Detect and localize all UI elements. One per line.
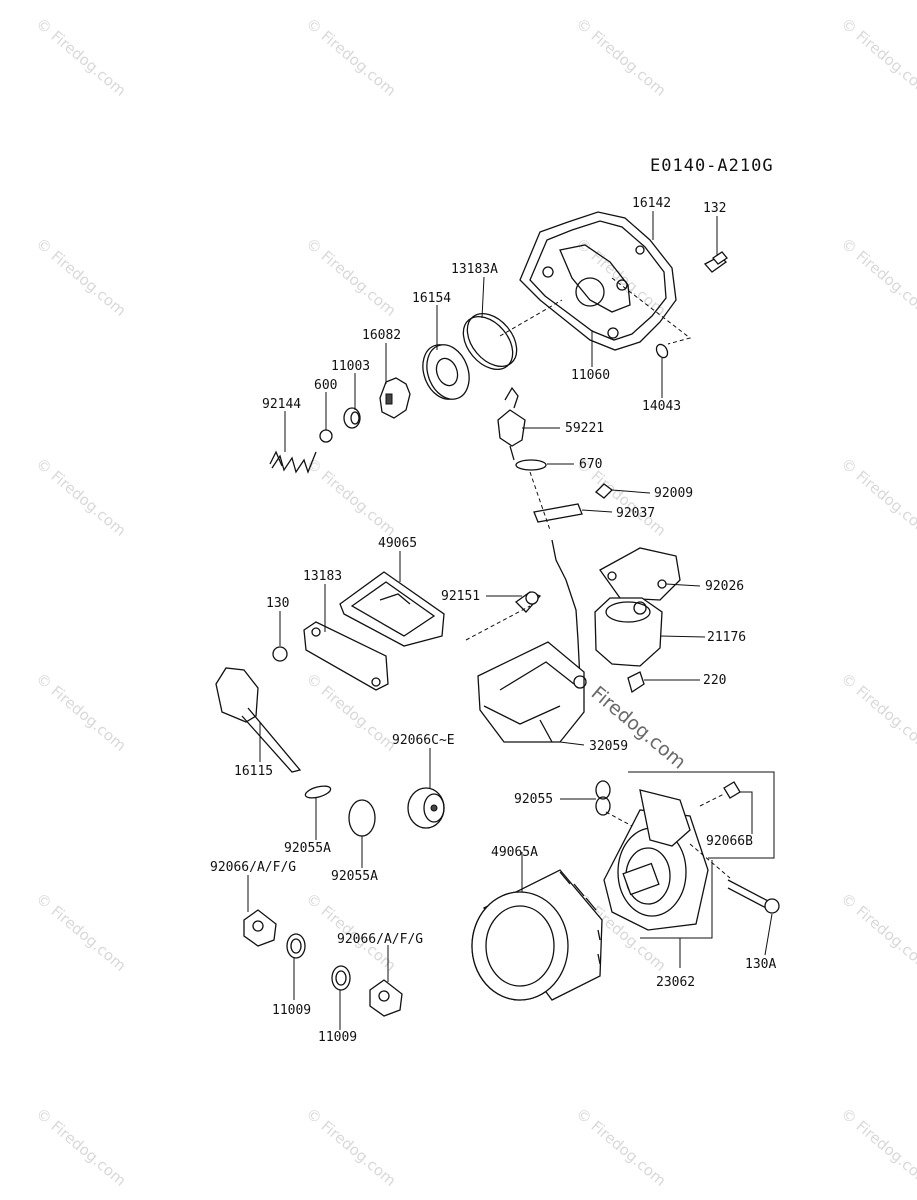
leader-lines <box>247 211 775 1030</box>
label-670: 670 <box>579 457 602 472</box>
part-32059-housing <box>477 641 587 743</box>
part-14043-pin <box>655 343 669 359</box>
label-16082: 16082 <box>362 328 401 343</box>
label-130A: 130A <box>745 957 776 972</box>
label-92009: 92009 <box>654 486 693 501</box>
label-92151: 92151 <box>441 589 480 604</box>
watermark: © Firedog.com <box>837 889 917 974</box>
part-11009-washer <box>286 933 306 959</box>
part-670-o-ring <box>515 459 547 471</box>
label-600: 600 <box>314 378 337 393</box>
label-11009: 11009 <box>272 1003 311 1018</box>
part-16082-inner-rotor <box>379 377 411 419</box>
label-32059: 32059 <box>589 739 628 754</box>
label-92055A: 92055A <box>331 869 378 884</box>
label-16142: 16142 <box>632 196 671 211</box>
watermark: © Firedog.com <box>32 234 129 319</box>
label-92144: 92144 <box>262 397 301 412</box>
sensor-wire <box>551 539 581 681</box>
label-92066AFG: 92066/A/F/G <box>337 932 423 947</box>
label-92066AFG: 92066/A/F/G <box>210 860 296 875</box>
part-16154-rotor <box>422 344 470 400</box>
watermark: © Firedog.com <box>32 14 129 99</box>
part-130A-bolt <box>727 879 780 914</box>
part-13183-plate <box>303 621 389 691</box>
label-92066CE: 92066C~E <box>392 733 455 748</box>
part-92151-bolt <box>514 591 542 613</box>
part-59221-sensor <box>497 386 526 461</box>
watermark: © Firedog.com <box>837 1104 917 1189</box>
watermark: © Firedog.com <box>32 1104 129 1189</box>
watermark: © Firedog.com <box>837 14 917 99</box>
watermark: © Firedog.com <box>32 669 129 754</box>
watermark: © Firedog.com <box>32 889 129 974</box>
label-49065A: 49065A <box>491 845 538 860</box>
part-21176-assembly <box>594 597 663 667</box>
watermark: © Firedog.com <box>302 234 399 319</box>
label-11060: 11060 <box>571 368 610 383</box>
watermark: © Firedog.com <box>837 234 917 319</box>
label-132: 132 <box>703 201 726 216</box>
label-13183A: 13183A <box>451 262 498 277</box>
label-220: 220 <box>703 673 726 688</box>
label-92055A: 92055A <box>284 841 331 856</box>
part-132-bolt <box>703 251 728 273</box>
part-92066AFG-plug <box>243 909 277 947</box>
part-220-screw <box>627 671 645 694</box>
part-23062-filter-mount <box>603 789 709 931</box>
label-23062: 23062 <box>656 975 695 990</box>
label-92055: 92055 <box>514 792 553 807</box>
part-11003-sleeve <box>343 407 361 429</box>
watermark: © Firedog.com <box>302 14 399 99</box>
label-92066B: 92066B <box>706 834 753 849</box>
label-49065: 49065 <box>378 536 417 551</box>
label-16115: 16115 <box>234 764 273 779</box>
watermark: © Firedog.com <box>302 1104 399 1189</box>
part-13183A-gasket <box>462 313 518 370</box>
watermark: © Firedog.com <box>572 14 669 99</box>
label-92037: 92037 <box>616 506 655 521</box>
watermark: © Firedog.com <box>572 1104 669 1189</box>
part-130-bolt <box>272 646 288 662</box>
label-59221: 59221 <box>565 421 604 436</box>
watermark: © Firedog.com <box>302 454 399 539</box>
label-13183: 13183 <box>303 569 342 584</box>
label-14043: 14043 <box>642 399 681 414</box>
watermark: © Firedog.com <box>837 454 917 539</box>
part-92055A-o-ring <box>348 799 376 837</box>
label-11009: 11009 <box>318 1030 357 1045</box>
part-92144-spring <box>269 450 317 474</box>
part-92037-tube <box>533 503 583 523</box>
part-11009-washer <box>331 965 351 991</box>
watermark: © Firedog.com <box>837 669 917 754</box>
label-11003: 11003 <box>331 359 370 374</box>
part-16115-dipstick <box>215 667 302 773</box>
label-130: 130 <box>266 596 289 611</box>
part-92066CE-plug <box>407 787 445 829</box>
part-92066AFG-plug <box>369 979 403 1017</box>
diagram-code: E0140-A210G <box>650 156 774 176</box>
part-labels: 16142 132 13183A 16154 16082 11003 600 9… <box>210 196 776 1045</box>
part-92055A-o-ring <box>304 785 332 799</box>
part-49065A-oil-filter <box>471 869 603 1001</box>
part-92026-gasket <box>599 547 681 601</box>
part-92055-o-ring <box>595 780 611 816</box>
label-92026: 92026 <box>705 579 744 594</box>
part-600-ball <box>319 429 333 443</box>
label-16154: 16154 <box>412 291 451 306</box>
part-16142-pump-cover <box>519 211 677 351</box>
part-49065-strainer <box>339 571 445 647</box>
part-92066B-plug <box>723 781 741 799</box>
watermark: © Firedog.com <box>32 454 129 539</box>
watermark-center: Firedog.com <box>587 682 690 774</box>
label-21176: 21176 <box>707 630 746 645</box>
